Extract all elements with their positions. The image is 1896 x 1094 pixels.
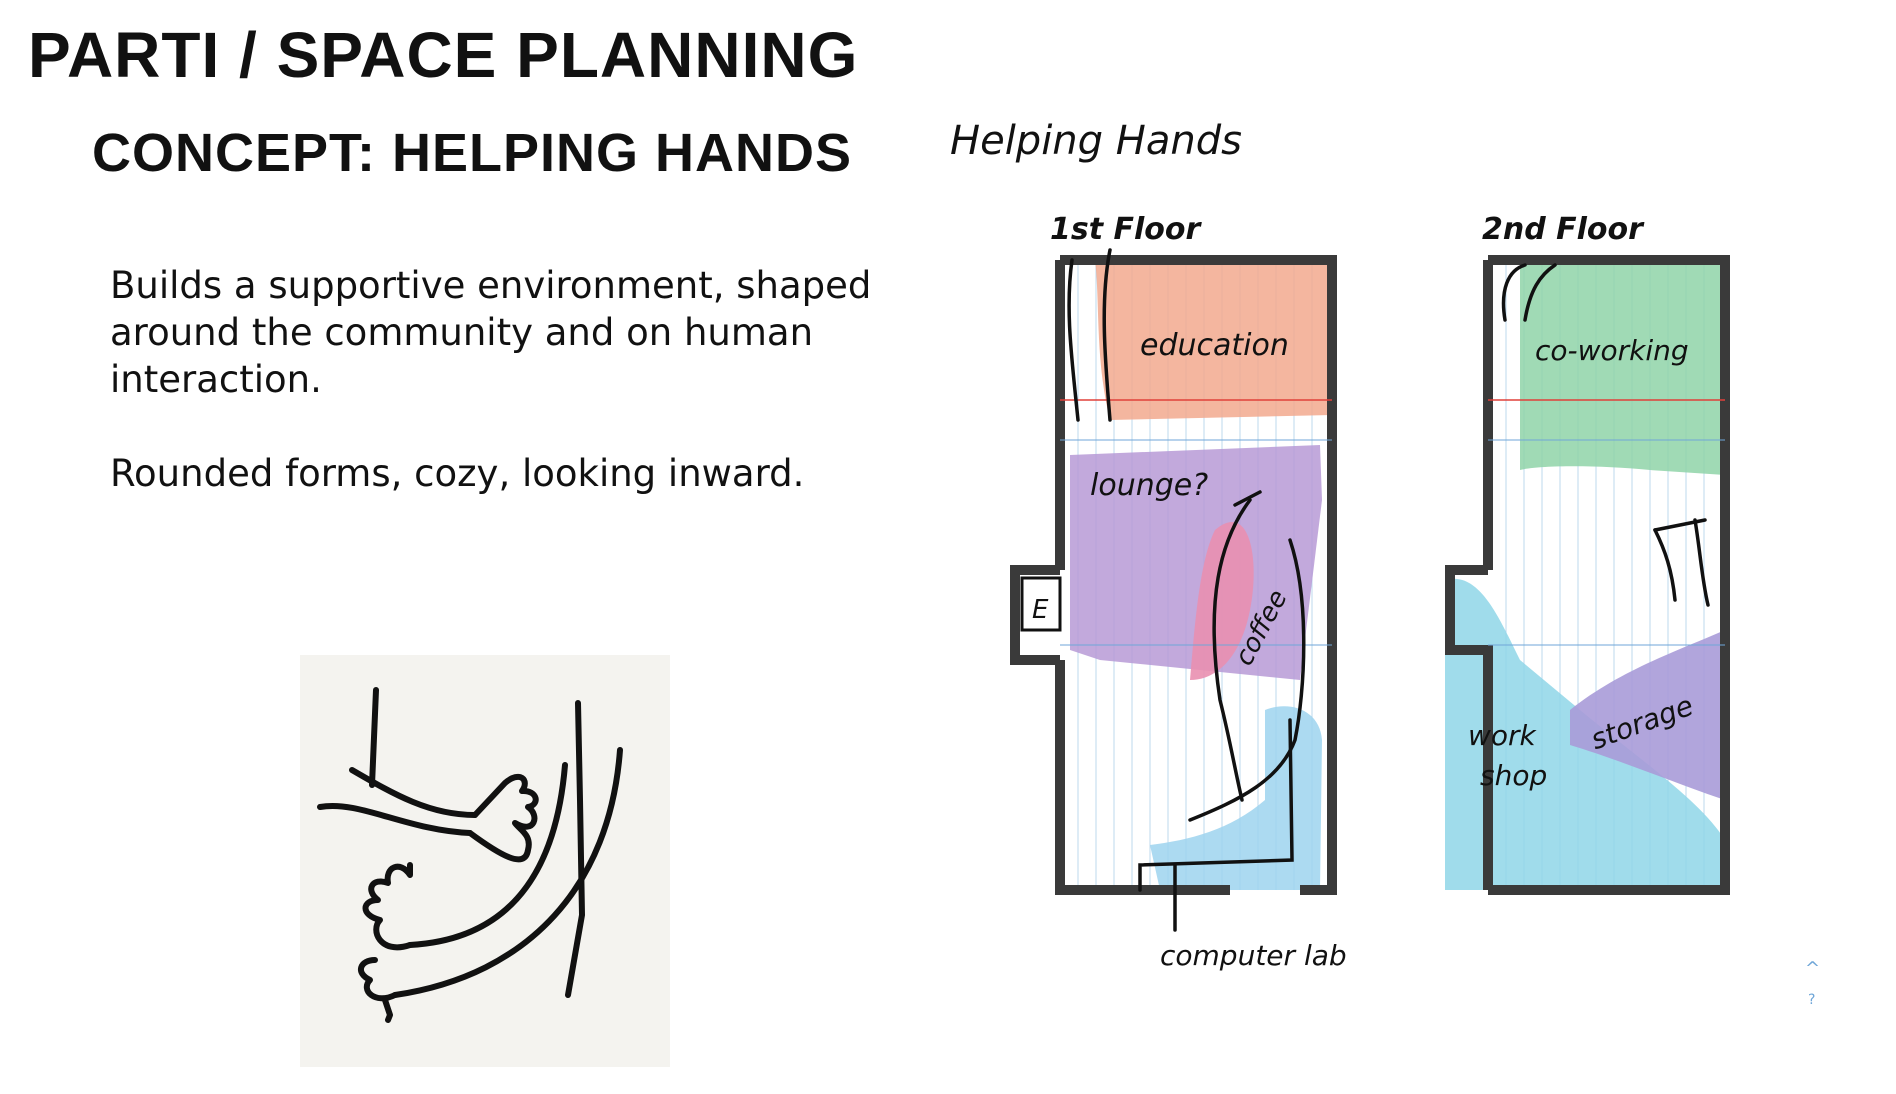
- label-workshop-1: work: [1468, 719, 1538, 752]
- page-title: PARTI / SPACE PLANNING: [28, 19, 859, 91]
- label-lounge: lounge?: [1090, 468, 1208, 503]
- floor-plan-drawing: education lounge? coffee E computer lab …: [1010, 248, 1730, 972]
- description-paragraph-1: Builds a supportive environment, shaped …: [110, 264, 872, 401]
- floor-2-label: 2nd Floor: [1482, 212, 1643, 247]
- floor-plans: education lounge? coffee E computer lab …: [960, 240, 1760, 980]
- diagram-heading: Helping Hands: [950, 118, 1242, 164]
- zone-lounge: [1070, 445, 1322, 680]
- floor-1-plan: [1010, 248, 1337, 932]
- scroll-up-button[interactable]: ^: [1805, 958, 1821, 979]
- description-paragraph-2: Rounded forms, cozy, looking inward.: [110, 452, 805, 495]
- zone-computer-lab: [1150, 706, 1322, 890]
- label-coworking: co-working: [1535, 334, 1689, 367]
- concept-subtitle: CONCEPT: HELPING HANDS: [92, 123, 853, 183]
- helping-hands-sketch: [300, 655, 670, 1067]
- label-education: education: [1140, 328, 1289, 363]
- floor-1-label: 1st Floor: [1050, 212, 1201, 247]
- label-computer-lab: computer lab: [1160, 939, 1347, 972]
- zone-storage: [1570, 630, 1725, 800]
- zone-coffee: [1190, 521, 1254, 680]
- help-button[interactable]: ?: [1808, 992, 1816, 1008]
- floor-2-plan: [1445, 255, 1730, 895]
- label-workshop-2: shop: [1480, 759, 1547, 792]
- elevator-box: [1020, 576, 1062, 632]
- zone-coworking: [1520, 260, 1725, 475]
- label-elevator: E: [1032, 595, 1049, 625]
- zone-education: [1095, 260, 1332, 420]
- description: Builds a supportive environment, shaped …: [110, 262, 910, 544]
- hands-drawing: [317, 687, 623, 1023]
